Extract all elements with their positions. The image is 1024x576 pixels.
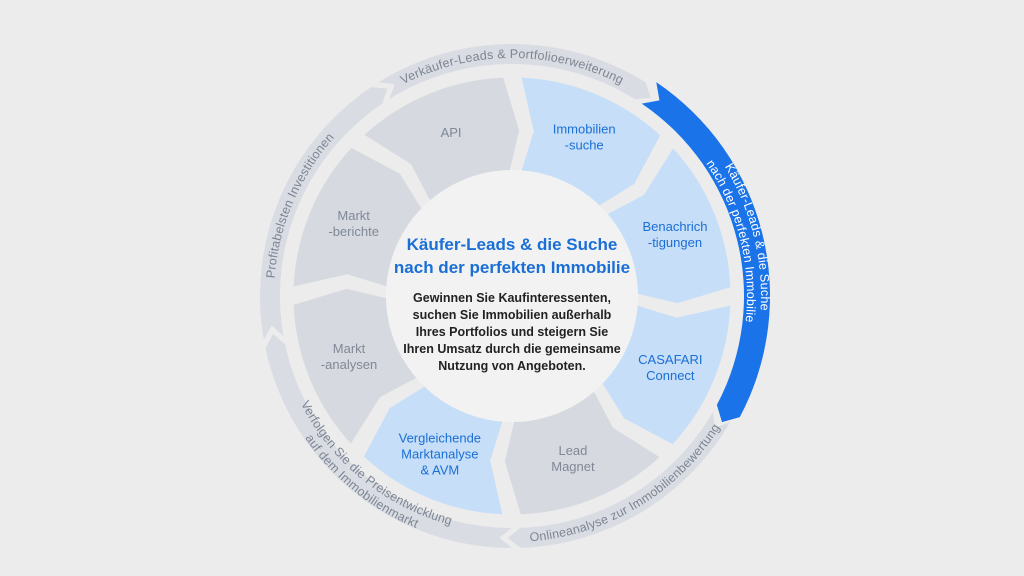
center-panel: Käufer-Leads & die Suche nach der perfekt… (386, 170, 638, 422)
ring-label-verkaeufer-leads-1: Verkäufer-Leads & Portfolioerweiterung (398, 47, 626, 87)
segment-label-marktanalysen-2: -analysen (321, 357, 377, 372)
segment-label-benachrichtigungen-1: Benachrich (642, 219, 707, 234)
segment-label-marktberichte-2: -berichte (328, 224, 379, 239)
center-body-line-3: Ihres Portfolios und steigern Sie (416, 325, 608, 339)
segment-label-api-1: API (441, 125, 462, 140)
segment-label-casafari-connect-1: CASAFARI (638, 352, 702, 367)
ring-section-shape (507, 412, 731, 548)
ring-section-shape (378, 44, 651, 100)
center-body-line-1: Gewinnen Sie Kaufinteressenten, (413, 291, 611, 305)
segment-label-marktberichte-1: Markt (337, 208, 370, 223)
center-title-line-2: nach der perfekten Immobilie (394, 258, 630, 277)
segment-label-immobiliensuche-2: -suche (565, 138, 604, 153)
center-body-line-4: Ihren Umsatz durch die gemeinsame (403, 342, 620, 356)
ring-section-verkaeufer-leads[interactable]: Verkäufer-Leads & Portfolioerweiterung (378, 44, 651, 100)
segment-label-vergleichende-marktanalyse-2: Marktanalyse (401, 446, 478, 461)
center-title-line-1: Käufer-Leads & die Suche (407, 235, 618, 254)
segment-label-marktanalysen-1: Markt (333, 341, 366, 356)
segment-label-vergleichende-marktanalyse-3: & AVM (420, 462, 459, 477)
segment-label-immobiliensuche-1: Immobilien (553, 122, 616, 137)
segment-label-lead-magnet-2: Magnet (551, 459, 595, 474)
segment-label-vergleichende-marktanalyse-1: Vergleichende (399, 430, 481, 445)
center-body-line-2: suchen Sie Immobilien außerhalb (413, 308, 612, 322)
center-body-line-5: Nutzung von Angeboten. (438, 359, 585, 373)
segment-label-benachrichtigungen-2: -tigungen (648, 235, 702, 250)
segment-label-casafari-connect-2: Connect (646, 368, 695, 383)
segment-label-lead-magnet-1: Lead (558, 443, 587, 458)
ring-section-shape (265, 333, 512, 548)
ring-section-shape (641, 82, 770, 423)
ring-section-shape (260, 87, 388, 340)
center-circle (386, 170, 638, 422)
